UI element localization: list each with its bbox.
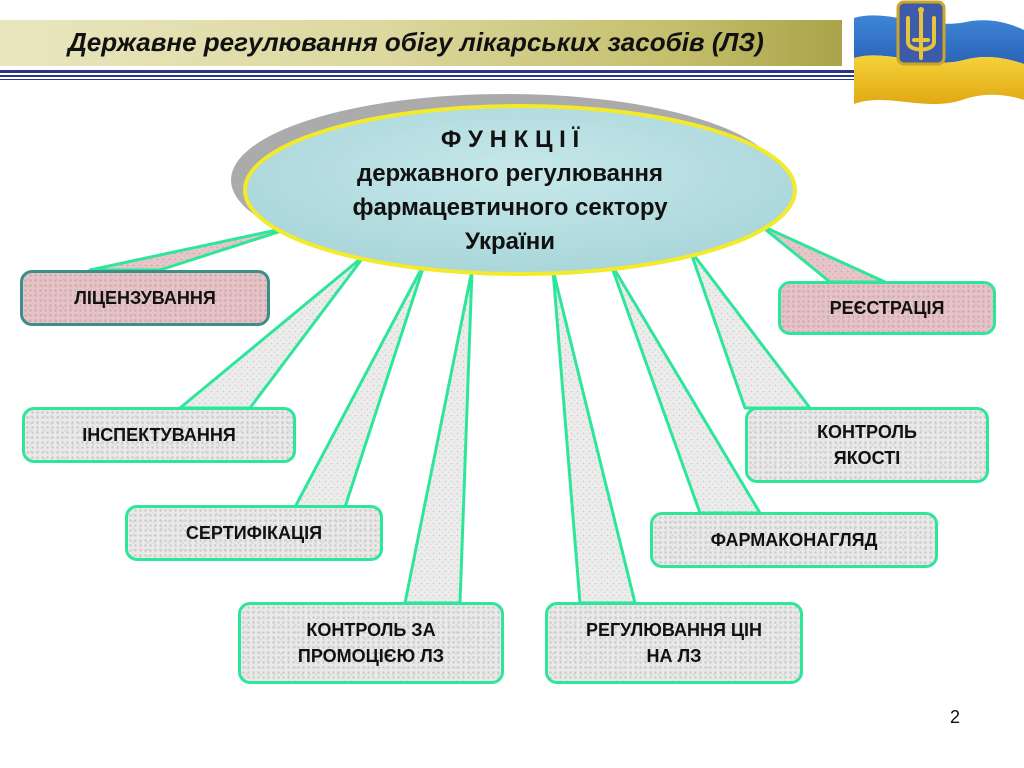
- box-price-regulation-label: РЕГУЛЮВАННЯ ЦІН НА ЛЗ: [585, 620, 763, 666]
- connector-registration: [758, 223, 887, 284]
- page-number: 2: [950, 707, 961, 727]
- box-registration-label: РЕЄСТРАЦІЯ: [829, 298, 945, 318]
- connector-promotion: [403, 268, 474, 605]
- title-rule: [0, 70, 1024, 73]
- center-ellipse: [243, 104, 797, 276]
- box-licensing-label: ЛІЦЕНЗУВАННЯ: [74, 288, 216, 308]
- slide-title: Державне регулювання обігу лікарських за…: [68, 27, 764, 57]
- box-price-regulation: РЕГУЛЮВАННЯ ЦІН НА ЛЗ: [545, 602, 803, 684]
- title-band: [0, 20, 842, 66]
- box-promotion-control: КОНТРОЛЬ ЗА ПРОМОЦІЄЮ ЛЗ: [238, 602, 504, 684]
- box-quality-control-label: КОНТРОЛЬ ЯКОСТІ: [817, 422, 917, 468]
- center-line-1: Ф У Н К Ц І Ї: [440, 126, 580, 153]
- center-line-2: державного регулювання: [356, 160, 664, 187]
- box-licensing: ЛІЦЕНЗУВАННЯ: [20, 270, 270, 326]
- box-registration: РЕЄСТРАЦІЯ: [778, 281, 996, 335]
- title-rule: [0, 75, 1024, 77]
- connector-price: [551, 268, 637, 605]
- box-inspection: ІНСПЕКТУВАННЯ: [22, 407, 296, 463]
- box-certification-label: СЕРТИФІКАЦІЯ: [185, 523, 323, 543]
- title-rule: [0, 79, 1024, 80]
- center-line-4: України: [464, 228, 556, 255]
- box-pharmacovigilance: ФАРМАКОНАГЛЯД: [650, 512, 938, 568]
- box-certification: СЕРТИФІКАЦІЯ: [125, 505, 383, 561]
- ukraine-flag-trident-icon: [854, 0, 1024, 104]
- center-heading: Ф У Н К Ц І Ї державного регулювання фар…: [260, 123, 760, 259]
- box-quality-control: КОНТРОЛЬ ЯКОСТІ: [745, 407, 989, 483]
- box-pharmacovigilance-label: ФАРМАКОНАГЛЯД: [710, 530, 878, 550]
- center-line-3: фармацевтичного сектору: [352, 194, 668, 221]
- box-promotion-control-label: КОНТРОЛЬ ЗА ПРОМОЦІЄЮ ЛЗ: [297, 620, 445, 666]
- box-inspection-label: ІНСПЕКТУВАННЯ: [82, 425, 236, 445]
